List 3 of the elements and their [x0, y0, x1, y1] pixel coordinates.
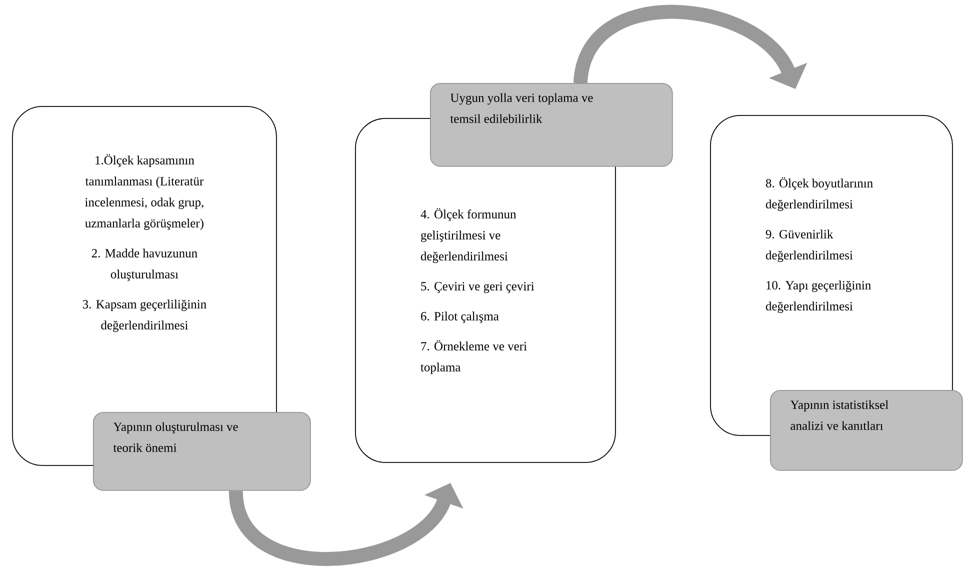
phase-box: Yapının oluşturulması ve teorik önemi [93, 412, 311, 491]
phase-box: Yapının istatistiksel analizi ve kanıtları [770, 390, 963, 471]
phase-box: Uygun yolla veri toplama ve temsil edilebilirlik [430, 83, 673, 167]
